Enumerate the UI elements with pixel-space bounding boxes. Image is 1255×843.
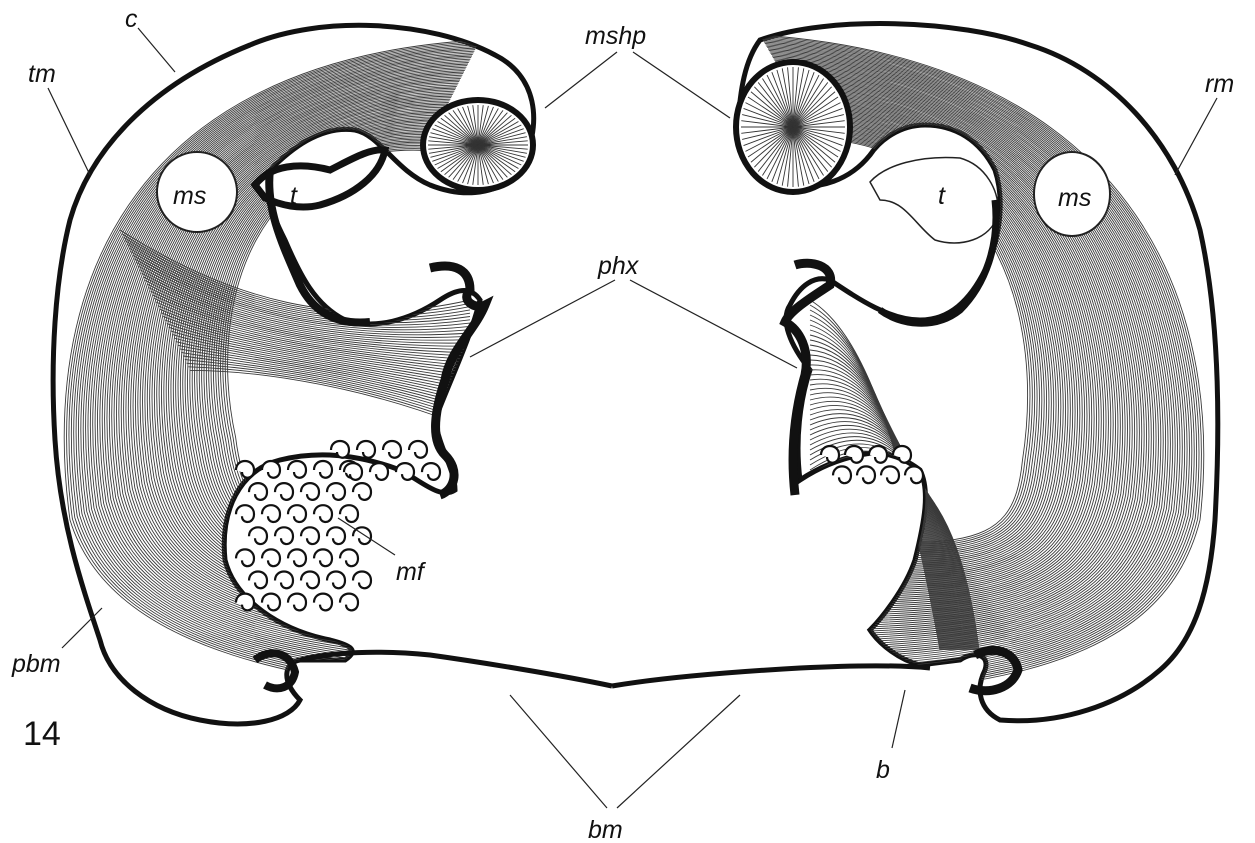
fold-loop — [327, 572, 345, 589]
label-t-right: t — [938, 182, 946, 210]
fold-loop — [288, 461, 306, 478]
fold-loop — [275, 572, 293, 589]
fold-loop — [288, 505, 306, 522]
fold-loop — [396, 463, 414, 480]
fold-loop — [340, 505, 358, 522]
label-phx: phx — [597, 252, 640, 280]
fold-loop — [344, 463, 362, 480]
leader-phx-left — [470, 280, 615, 357]
fold-loop — [262, 505, 280, 522]
fold-loop — [314, 594, 332, 611]
label-b: b — [876, 756, 890, 784]
fold-loop — [833, 466, 851, 483]
fold-loop — [275, 483, 293, 500]
fold-loop — [301, 572, 319, 589]
leader-phx-right — [630, 280, 797, 368]
fold-loop — [288, 594, 306, 611]
label-c: c — [125, 5, 138, 33]
fold-loop — [249, 483, 267, 500]
label-mshp: mshp — [585, 22, 646, 50]
fold-loop — [301, 527, 319, 544]
fold-loop — [340, 549, 358, 566]
fold-loop — [893, 446, 911, 463]
right-tooth — [870, 157, 998, 243]
fold-loop — [314, 549, 332, 566]
fold-loop — [905, 466, 923, 483]
leader-mshp-left — [545, 52, 617, 108]
label-ms-left: ms — [173, 182, 206, 210]
label-t-left: t — [290, 182, 298, 210]
fold-loop — [314, 461, 332, 478]
label-bm: bm — [588, 816, 623, 843]
left-half-section — [53, 25, 612, 724]
leader-rm — [1175, 98, 1217, 175]
fold-loop — [262, 549, 280, 566]
fold-loop — [249, 572, 267, 589]
leader-bm-left — [510, 695, 607, 808]
fold-loop — [370, 463, 388, 480]
fold-loop — [236, 549, 254, 566]
fold-loop — [881, 466, 899, 483]
fold-loop — [288, 549, 306, 566]
leader-b — [892, 690, 905, 748]
label-pbm: pbm — [11, 650, 61, 678]
leader-tm — [48, 88, 90, 175]
label-ms-right: ms — [1058, 184, 1091, 212]
fold-loop — [262, 461, 280, 478]
fold-loop — [236, 505, 254, 522]
leader-c — [138, 28, 175, 72]
label-tm: tm — [28, 60, 56, 88]
fold-loop — [314, 505, 332, 522]
fold-loop — [262, 594, 280, 611]
fold-loop — [857, 466, 875, 483]
right-basement-edge — [612, 666, 930, 686]
fold-loop — [327, 527, 345, 544]
fold-loop — [301, 483, 319, 500]
right-half-section — [612, 24, 1218, 721]
leader-bm-right — [617, 695, 740, 808]
label-mf: mf — [396, 558, 427, 586]
fold-loop — [340, 594, 358, 611]
fold-loop — [249, 527, 267, 544]
figure-number: 14 — [23, 715, 61, 753]
fold-loop — [353, 572, 371, 589]
fold-loop — [353, 483, 371, 500]
fold-loop — [869, 446, 887, 463]
fold-loop — [327, 483, 345, 500]
leader-mshp-right — [633, 52, 730, 118]
fold-loop — [275, 527, 293, 544]
label-rm: rm — [1205, 70, 1234, 98]
